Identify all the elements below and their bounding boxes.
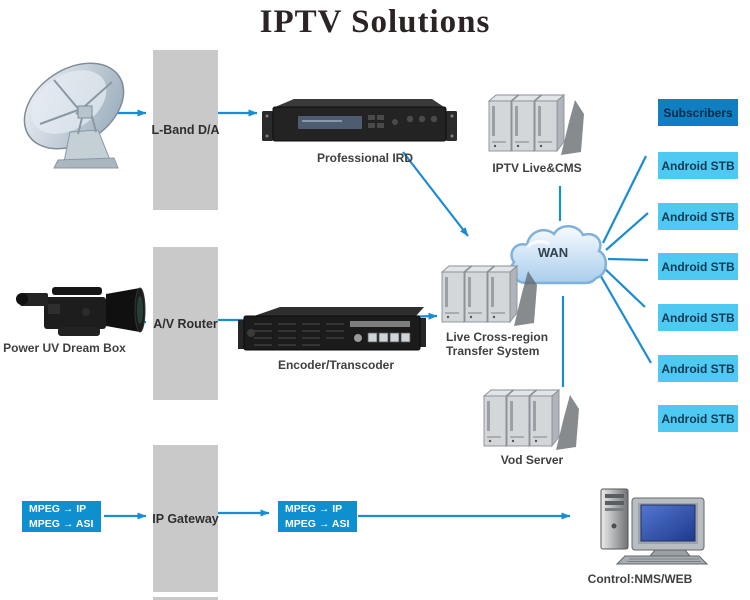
android-stb-label: Android STB: [661, 361, 735, 376]
cross-region-server-stack-icon: [440, 263, 540, 329]
mpeg-line2: MPEG → ASI: [285, 517, 350, 530]
android-stb-box-3: Android STB: [658, 253, 738, 280]
satellite-dish-icon: [12, 56, 152, 174]
line-wan-to-stb1: [602, 155, 647, 244]
iptv-cms-server-stack-icon: [487, 92, 587, 158]
mpeg-conversion-box-2: MPEG → IP MPEG → ASI: [278, 501, 357, 532]
bar-ip-gateway-label: IP Gateway: [152, 511, 219, 526]
android-stb-box-4: Android STB: [658, 304, 738, 331]
android-stb-label: Android STB: [661, 310, 735, 325]
android-stb-label: Android STB: [661, 411, 735, 426]
bar-l-band-da: L-Band D/A: [151, 50, 220, 210]
mpeg-line1: MPEG → IP: [29, 503, 87, 516]
rack-encoder-icon: [238, 302, 426, 357]
camera-label: Power UV Dream Box: [3, 341, 126, 355]
mpeg-line1: MPEG → IP: [285, 503, 343, 516]
cross-region-label: Live Cross-region Transfer System: [446, 330, 556, 358]
bar-av-router-label: A/V Router: [153, 316, 218, 331]
bar-l-band-da-label: L-Band D/A: [151, 123, 220, 137]
wan-cloud-icon: [503, 217, 607, 295]
vod-server-stack-icon: [482, 387, 582, 453]
android-stb-box-2: Android STB: [658, 203, 738, 230]
cross-region-label-line1: Live Cross-region: [446, 330, 549, 344]
rack-receiver-icon: [262, 95, 457, 147]
line-wan-to-stb3: [607, 257, 649, 262]
mpeg-line2: MPEG → ASI: [29, 517, 94, 530]
android-stb-box-1: Android STB: [658, 152, 738, 179]
subscribers-label: Subscribers: [663, 105, 733, 120]
android-stb-label: Android STB: [661, 158, 735, 173]
cross-region-label-line2: Transfer System: [446, 344, 540, 359]
bar-av-router: A/V Router: [153, 247, 218, 400]
ird-label: Professional IRD: [316, 151, 414, 165]
vod-label: Vod Server: [500, 453, 564, 467]
control-label: Control:NMS/WEB: [587, 572, 693, 586]
desktop-computer-icon: [593, 486, 721, 566]
android-stb-label: Android STB: [661, 259, 735, 274]
line-wan-to-stb4: [602, 266, 646, 308]
android-stb-box-5: Android STB: [658, 355, 738, 382]
line-wan-to-stb2: [605, 212, 649, 251]
bar-ip-gateway: IP Gateway: [152, 445, 219, 592]
video-camera-icon: [14, 282, 159, 342]
wan-label: WAN: [537, 245, 569, 260]
android-stb-label: Android STB: [661, 209, 735, 224]
page-title: IPTV Solutions: [259, 4, 491, 40]
android-stb-box-6: Android STB: [658, 405, 738, 432]
encoder-label: Encoder/Transcoder: [277, 358, 395, 372]
subscribers-box: Subscribers: [658, 99, 738, 126]
mpeg-conversion-box-1: MPEG → IP MPEG → ASI: [22, 501, 101, 532]
gray-bar-partial: [153, 597, 218, 600]
iptv-cms-label: IPTV Live&CMS: [492, 161, 582, 175]
